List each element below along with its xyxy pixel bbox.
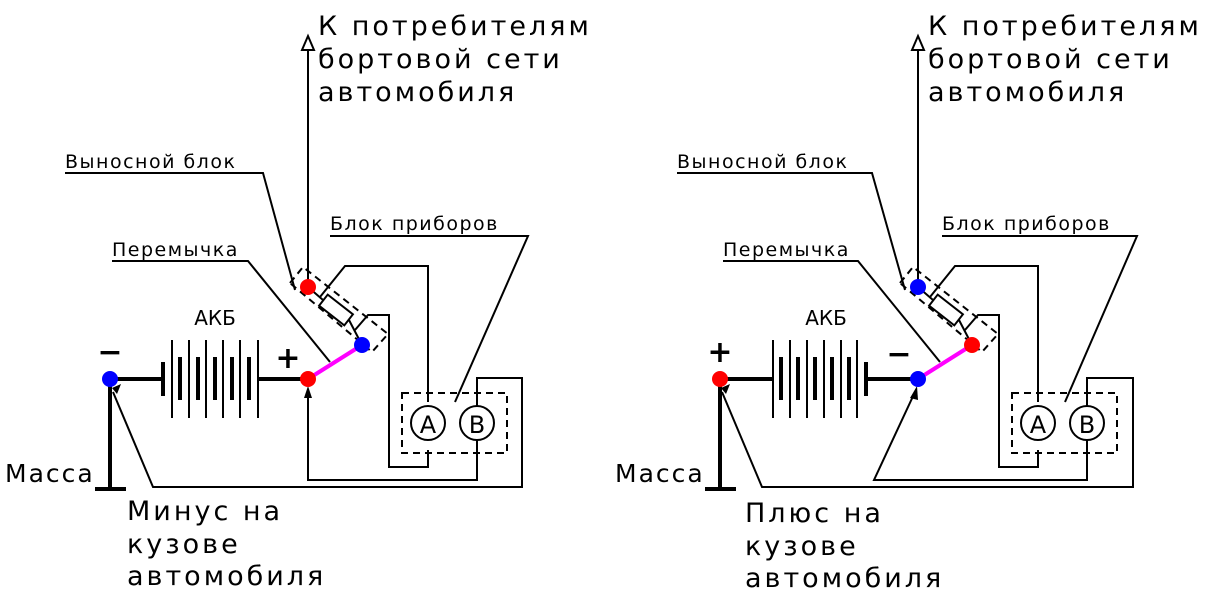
remote-block-label: Выносной блок bbox=[65, 151, 236, 173]
terminal-sign-right: − bbox=[886, 337, 911, 372]
body-label-line2: кузове bbox=[745, 531, 859, 562]
body-label-line2: кузове bbox=[127, 529, 241, 560]
wire-fuse-to-gauge-a bbox=[929, 265, 1039, 402]
arrow-icon bbox=[721, 384, 730, 394]
remote-block-label: Выносной блок bbox=[677, 151, 848, 173]
instrument-block-enclosure bbox=[401, 392, 508, 454]
consumers-label-line3: автомобиля bbox=[318, 77, 517, 108]
gauge-a-label: A bbox=[420, 411, 437, 439]
consumers-label-line2: бортовой сети bbox=[928, 44, 1173, 75]
gauge-b-label: B bbox=[1079, 411, 1095, 439]
wire-fuse-to-gauge-a bbox=[319, 265, 429, 402]
terminal-sign-left: − bbox=[97, 335, 122, 370]
consumers-label-line2: бортовой сети bbox=[318, 44, 563, 75]
body-label-line3: автомобиля bbox=[127, 561, 326, 592]
consumers-label-line1: К потребителям bbox=[318, 11, 592, 42]
jumper-leader bbox=[723, 260, 941, 363]
wire-gauge-b-to-battery bbox=[307, 395, 478, 481]
instrument-block-label: Блок приборов bbox=[942, 213, 1111, 235]
gauge-a-label: A bbox=[1030, 411, 1047, 439]
battery-label: АКБ bbox=[805, 306, 847, 330]
gauge-b-label: B bbox=[469, 411, 485, 439]
gauge-a bbox=[1020, 405, 1056, 441]
fuse-top-node bbox=[910, 279, 926, 295]
diagram-right: К потребителям бортовой сети автомобиля … bbox=[615, 11, 1202, 594]
fuse-bottom-node bbox=[964, 337, 980, 353]
consumers-label-line1: К потребителям bbox=[928, 11, 1202, 42]
arrow-icon bbox=[910, 386, 918, 400]
instrument-block-enclosure bbox=[1011, 392, 1118, 454]
wire-fuse-bottom-loop bbox=[964, 314, 1039, 468]
ground-label: Масса bbox=[615, 459, 705, 488]
body-label-line3: автомобиля bbox=[745, 563, 944, 594]
terminal-sign-left: + bbox=[707, 335, 732, 370]
terminal-sign-right: + bbox=[275, 341, 300, 376]
wire-gauge-b-to-ground bbox=[721, 377, 1134, 488]
remote-block-leader bbox=[65, 172, 296, 291]
remote-block-enclosure bbox=[288, 265, 390, 354]
instrument-block-leader bbox=[330, 235, 530, 403]
consumers-label-line3: автомобиля bbox=[928, 77, 1127, 108]
instrument-block-leader bbox=[942, 235, 1139, 403]
jumper-label: Перемычка bbox=[112, 239, 239, 261]
arrow-icon bbox=[304, 386, 312, 398]
wire-gauge-b-to-battery bbox=[872, 391, 1088, 481]
battery-symbol bbox=[772, 340, 868, 418]
battery-symbol bbox=[161, 340, 259, 418]
remote-block-enclosure bbox=[898, 265, 1000, 354]
jumper-leader bbox=[112, 260, 331, 363]
fuse-bottom-node bbox=[354, 337, 370, 353]
body-label-line1: Минус на bbox=[127, 496, 283, 527]
fuse-element bbox=[927, 293, 965, 327]
battery-left-terminal-node bbox=[102, 371, 118, 387]
battery-right-terminal-node bbox=[300, 371, 316, 387]
jumper-wire bbox=[306, 343, 364, 381]
battery-right-terminal-node bbox=[910, 371, 926, 387]
instrument-block-label: Блок приборов bbox=[330, 213, 499, 235]
battery-left-terminal-node bbox=[712, 371, 728, 387]
remote-block-leader bbox=[677, 172, 906, 291]
diagram-left: К потребителям бортовой сети автомобиля … bbox=[5, 11, 592, 592]
battery-label: АКБ bbox=[194, 306, 236, 330]
gauge-a bbox=[410, 405, 446, 441]
jumper-label: Перемычка bbox=[723, 239, 850, 261]
fuse-top-node bbox=[300, 279, 316, 295]
arrow-up-icon bbox=[910, 33, 926, 51]
body-label-line1: Плюс на bbox=[745, 498, 884, 529]
jumper-wire bbox=[916, 343, 974, 381]
wire-fuse-bottom-loop bbox=[354, 314, 429, 468]
ground-label: Масса bbox=[5, 459, 95, 488]
arrow-icon bbox=[112, 384, 121, 394]
fuse-element bbox=[317, 293, 355, 327]
arrow-up-icon bbox=[300, 33, 316, 51]
wire-gauge-b-to-ground bbox=[112, 377, 523, 488]
